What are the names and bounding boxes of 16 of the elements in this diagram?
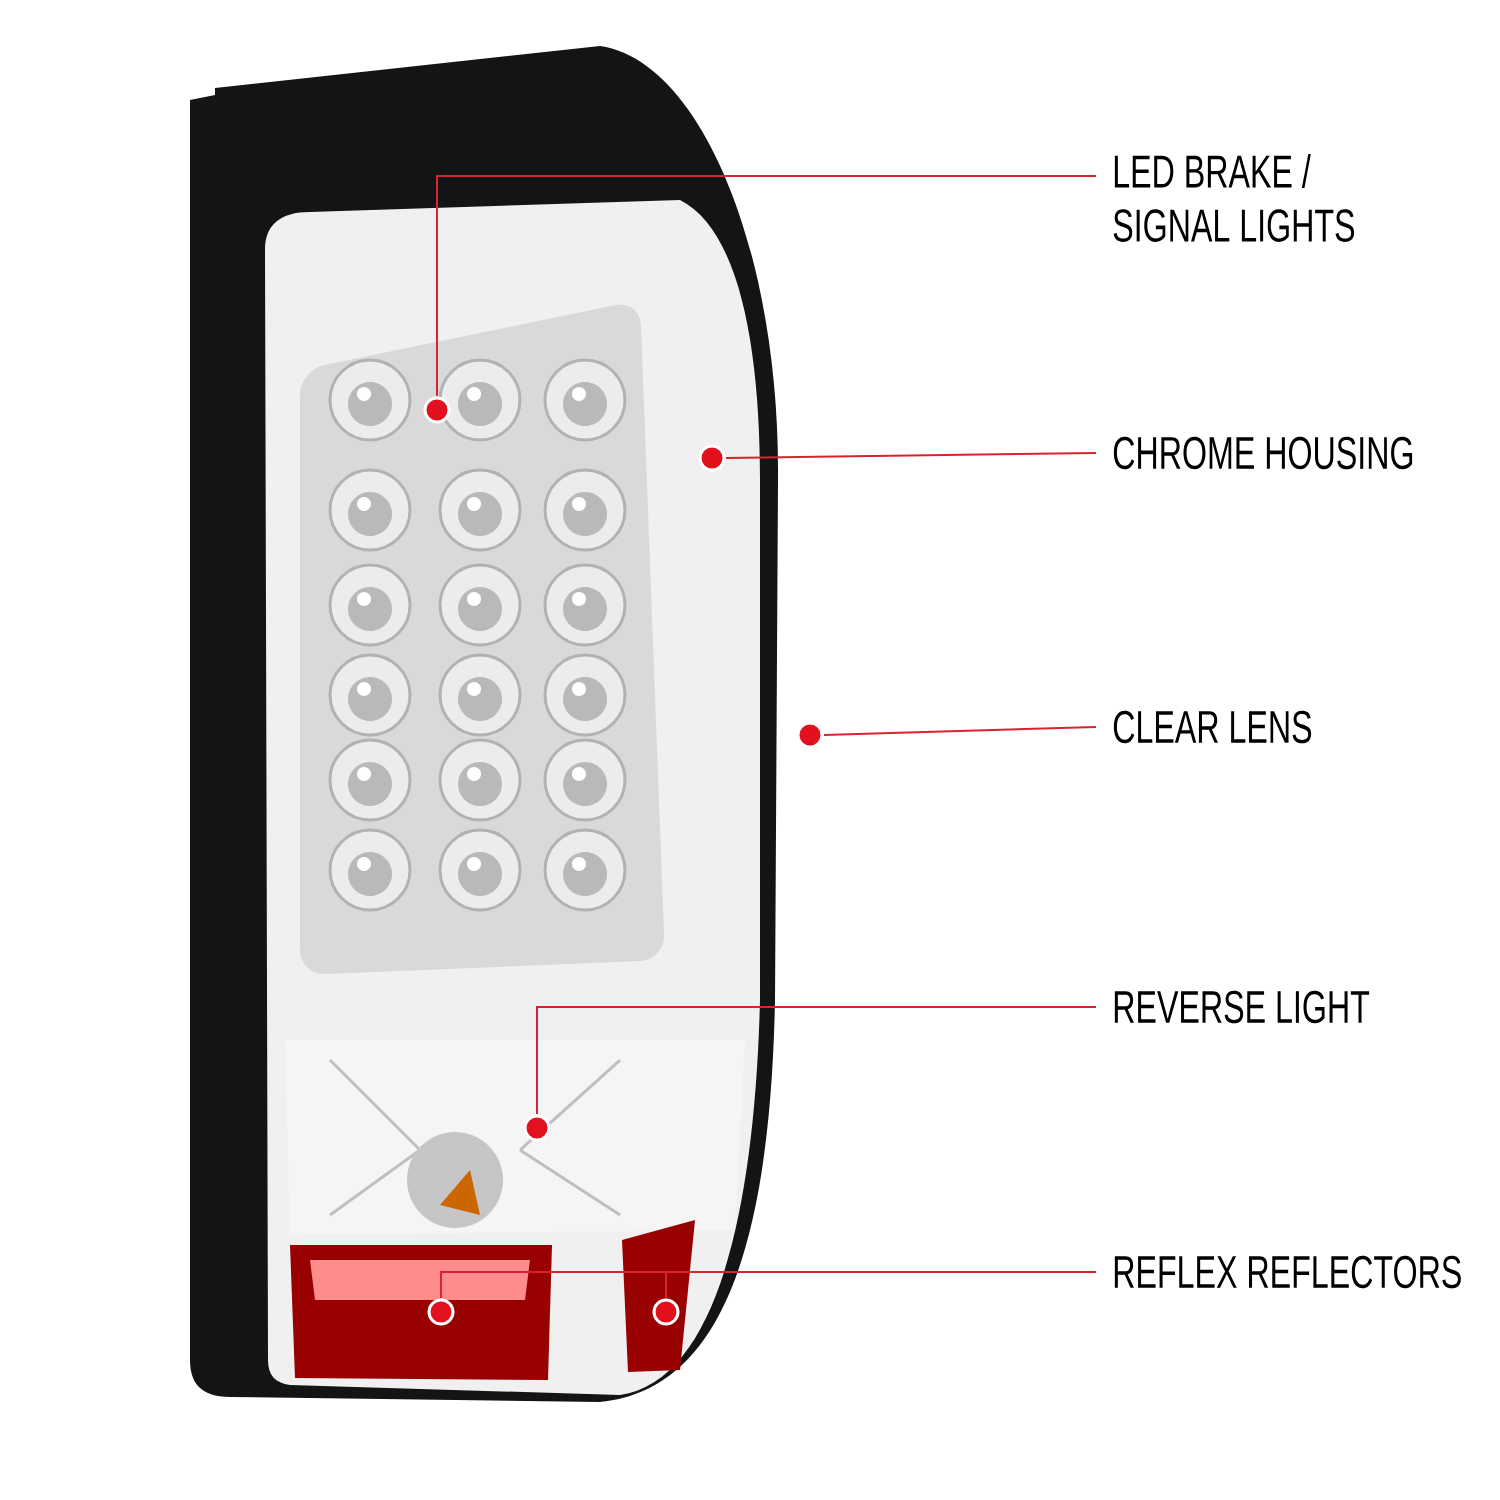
leader-line [823,726,1097,736]
callout-dot [423,396,451,424]
callout-dot [698,444,726,472]
callout-label: CLEAR LENS [1113,710,1312,744]
callout-dot [652,1298,680,1326]
callout-label: REFLEX REFLECTORS [1114,1255,1461,1289]
callout-dot [796,721,824,749]
callout-label: LED BRAKE / SIGNAL LIGHTS [1113,154,1355,242]
leader-line [665,1271,1097,1299]
callout-label: REVERSE LIGHT [1114,990,1370,1024]
callout-label: CHROME HOUSING [1113,436,1413,470]
leader-line [725,452,1097,459]
callout-dot [523,1114,551,1142]
leader-line [436,175,1097,397]
callout-dot [427,1298,455,1326]
leader-line [536,1006,1097,1115]
